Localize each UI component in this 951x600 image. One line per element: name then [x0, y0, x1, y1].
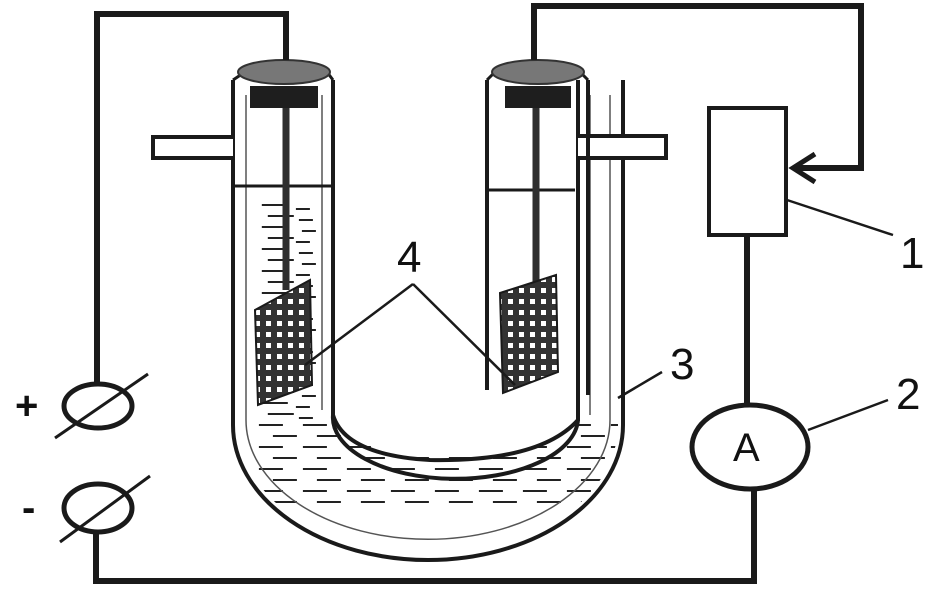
label-u-tube: 3 — [670, 340, 695, 389]
u-tube-inner-bottom — [330, 414, 580, 481]
right-side-arm — [578, 134, 668, 160]
plus-sign: + — [15, 384, 39, 428]
leader-lines — [304, 198, 894, 432]
left-porous-electrode — [253, 278, 314, 407]
circuit-wires — [93, 3, 864, 584]
left-side-arm — [151, 135, 233, 160]
u-tube-inner-wall — [331, 80, 580, 463]
label-electrodes: 4 — [397, 233, 422, 282]
ammeter-circle — [689, 402, 811, 492]
minus-terminal — [59, 474, 151, 544]
minus-sign: - — [22, 486, 36, 530]
ammeter-symbol: A — [733, 426, 760, 470]
right-porous-electrode — [498, 273, 560, 395]
plus-terminal — [54, 372, 149, 440]
left-stopper — [237, 59, 331, 108]
right-stopper — [491, 59, 585, 108]
u-tube-outer-wall — [231, 80, 625, 562]
rheostat-body — [707, 106, 788, 237]
rheostat-arrow — [788, 151, 817, 185]
label-resistor: 1 — [900, 229, 925, 278]
label-ammeter: 2 — [896, 370, 921, 419]
